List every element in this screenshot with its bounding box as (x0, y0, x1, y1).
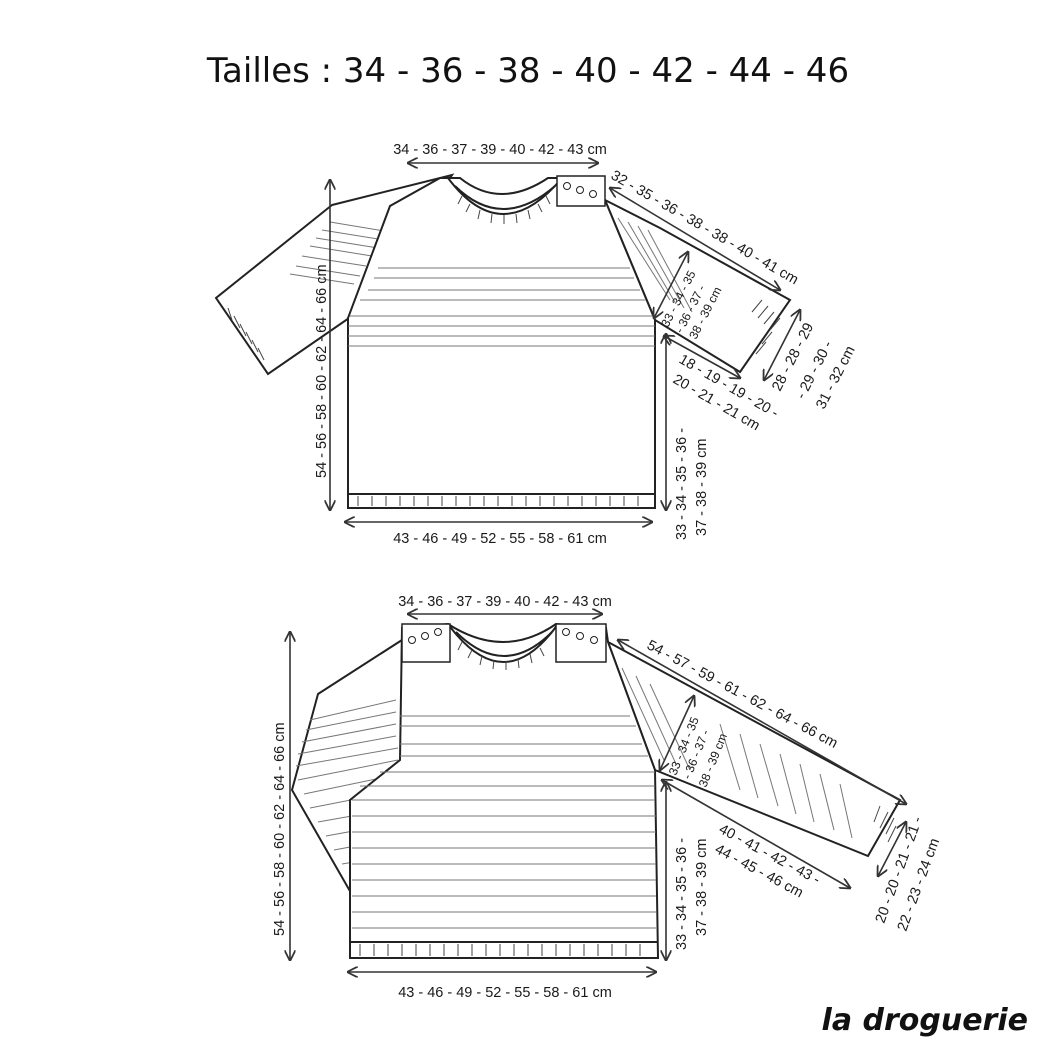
long-front-body (349, 622, 660, 959)
d2-shoulder-width: 34 - 36 - 37 - 39 - 40 - 42 - 43 cm (398, 594, 612, 610)
long-neckline (455, 631, 553, 657)
d1-side-a: 33 - 34 - 35 - 36 - (674, 428, 690, 540)
shoulder-buttons (556, 175, 606, 207)
sizes-title: Tailles : 34 - 36 - 38 - 40 - 42 - 44 - … (206, 51, 849, 91)
long-neck-ribbing-outer (447, 623, 559, 663)
neck-ribbing-outer (447, 177, 563, 215)
long-hem-ribbing (359, 944, 641, 956)
d1-bottom-width: 43 - 46 - 49 - 52 - 55 - 58 - 61 cm (393, 531, 607, 547)
d1-side-b: 37 - 38 - 39 cm (694, 438, 710, 536)
long-sleeve-diagram: 34 - 36 - 37 - 39 - 40 - 42 - 43 cm 54 -… (272, 594, 943, 1001)
d2-side-b: 37 - 38 - 39 cm (694, 838, 710, 936)
long-shoulder-buttons (401, 623, 607, 663)
short-sleeve-diagram: 34 - 36 - 37 - 39 - 40 - 42 - 43 cm 32 -… (214, 142, 859, 547)
neckline (454, 185, 556, 210)
left-cuff-ribbing (227, 307, 265, 361)
long-body-stripes (352, 715, 656, 929)
long-neck-rib-lines (457, 641, 545, 670)
d2-side-a: 33 - 34 - 35 - 36 - (674, 838, 690, 950)
d1-total-length: 54 - 56 - 58 - 60 - 62 - 64 - 66 cm (314, 264, 330, 478)
d2-bottom-width: 43 - 46 - 49 - 52 - 55 - 58 - 61 cm (398, 985, 612, 1001)
d1-shoulder-width: 34 - 36 - 37 - 39 - 40 - 42 - 43 cm (393, 142, 607, 158)
front-body (347, 177, 656, 509)
body-stripes (348, 267, 655, 347)
d2-total-length: 54 - 56 - 58 - 60 - 62 - 64 - 66 cm (272, 722, 288, 936)
hem-ribbing (357, 496, 639, 506)
neck-rib-lines (457, 195, 551, 224)
brand-logo: la droguerie (822, 1003, 1028, 1038)
